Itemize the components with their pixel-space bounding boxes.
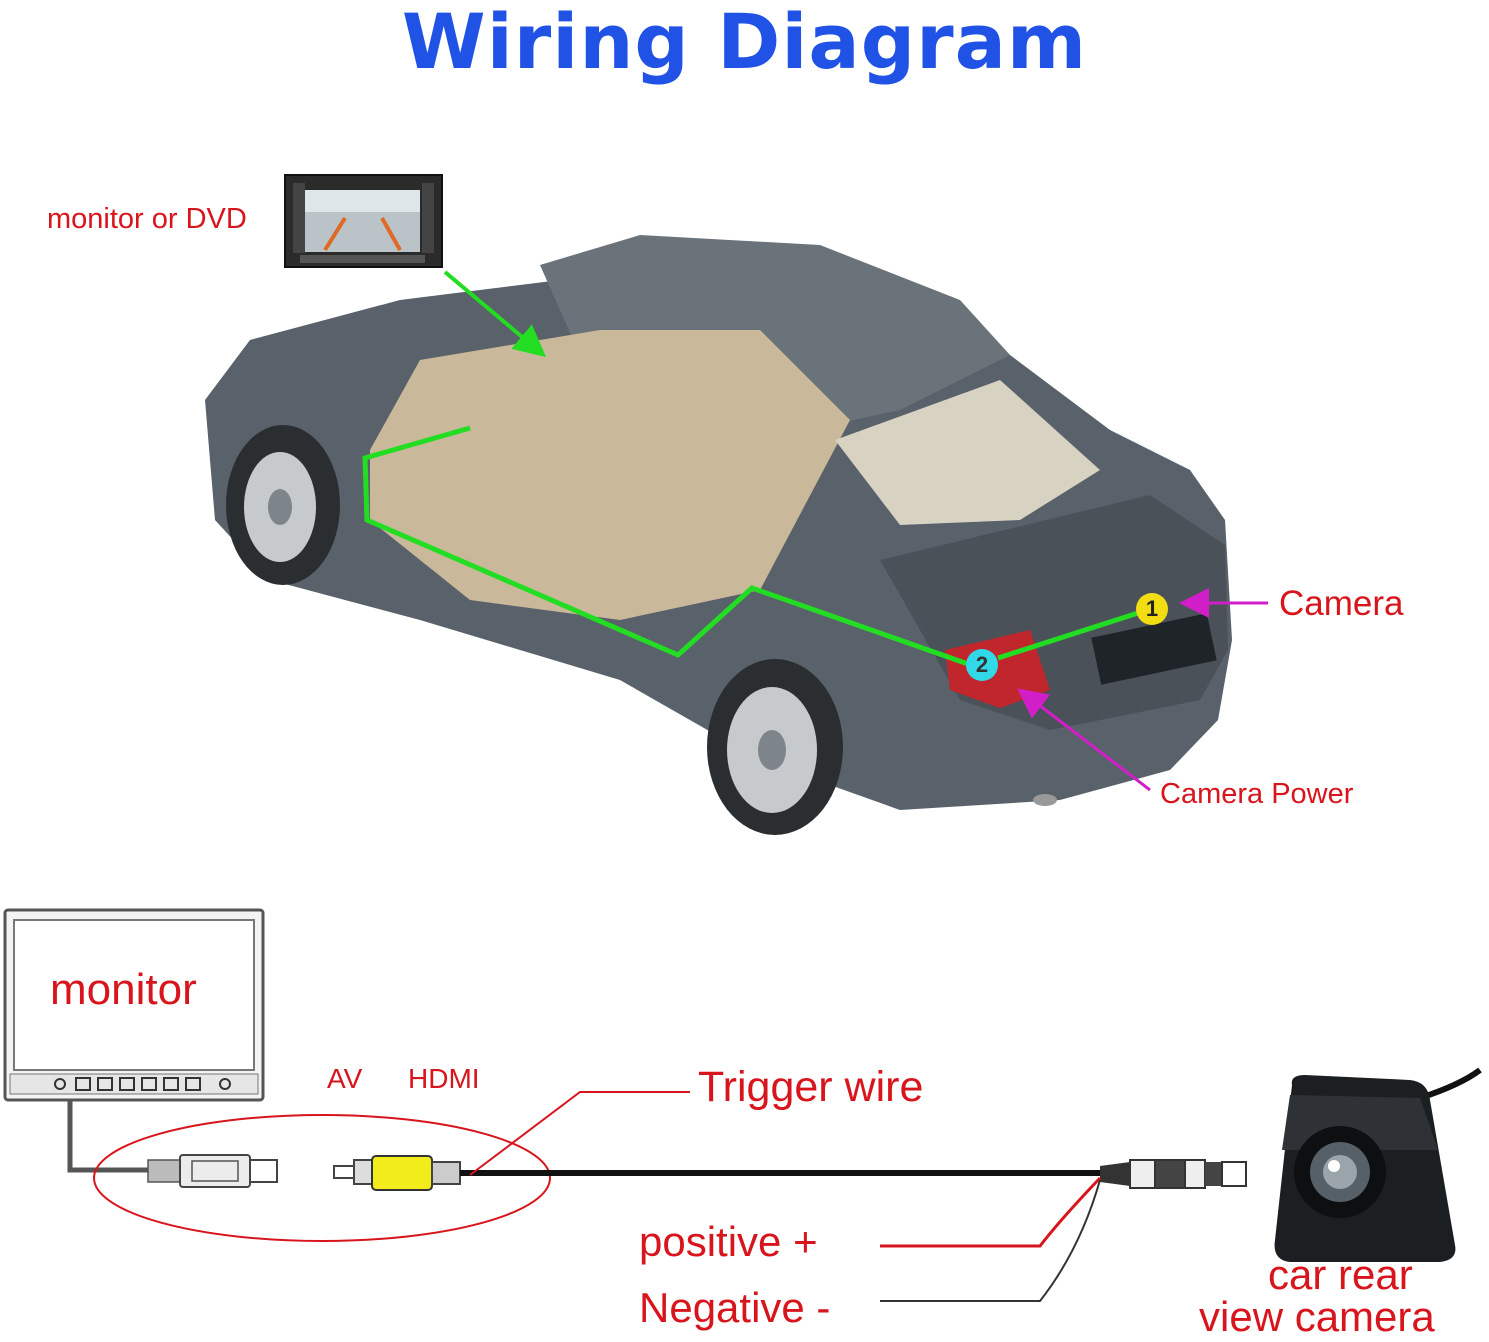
- label-positive: positive +: [639, 1218, 818, 1265]
- label-camera: Camera: [1279, 584, 1404, 623]
- label-monitor-or-dvd: monitor or DVD: [47, 203, 247, 235]
- av-rca-connector: [333, 1155, 461, 1191]
- monitor-cable: [67, 1100, 150, 1173]
- label-view-camera: view camera: [1199, 1293, 1435, 1340]
- label-av: AV: [327, 1063, 363, 1094]
- rear-view-camera-image: [1274, 1067, 1482, 1262]
- label-trigger-wire: Trigger wire: [698, 1063, 924, 1111]
- label-car-rear: car rear: [1268, 1251, 1413, 1298]
- power-leads: [469, 1091, 1102, 1302]
- connectors-ellipse: [93, 1114, 551, 1242]
- page-title: Wiring Diagram: [401, 0, 1088, 86]
- marker-2-badge: 2: [966, 649, 998, 681]
- camera-side-connector: [1100, 1159, 1247, 1189]
- dvd-head-unit-image: [284, 174, 443, 268]
- label-hdmi: HDMI: [408, 1063, 480, 1094]
- pointer-arrows: [1017, 588, 1268, 792]
- label-monitor: monitor: [50, 965, 197, 1014]
- monitor-image: [3, 908, 265, 1102]
- wiring-route-green: [362, 270, 1139, 667]
- label-camera-power: Camera Power: [1160, 778, 1354, 810]
- car-illustration: [205, 235, 1232, 835]
- marker-1-badge: 1: [1136, 593, 1168, 625]
- hdmi-connector: [147, 1154, 278, 1188]
- label-negative: Negative -: [639, 1284, 831, 1331]
